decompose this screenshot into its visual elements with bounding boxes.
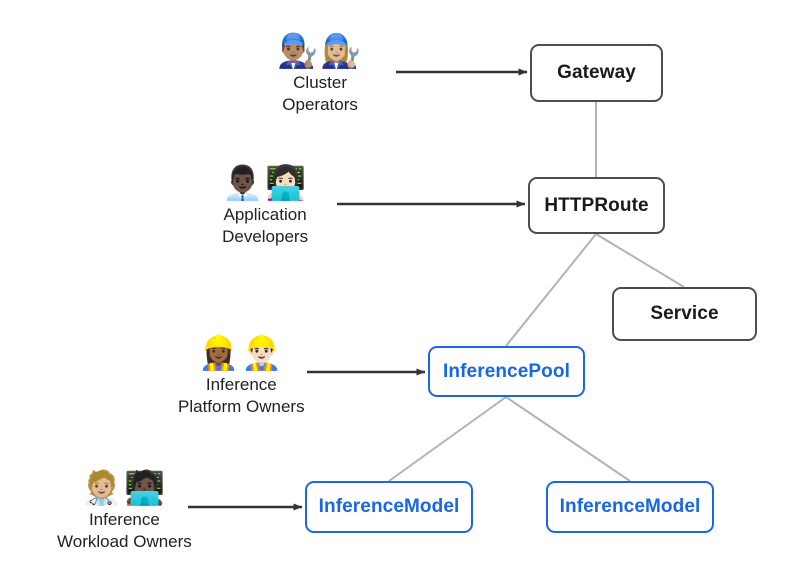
node-httproute[interactable]: HTTPRoute [528, 177, 665, 234]
node-inferencemodel-left[interactable]: InferenceModel [305, 481, 473, 533]
actor-caption-line: Workload Owners [57, 532, 192, 551]
actor-caption-line: Cluster [293, 73, 348, 92]
node-inferencemodel-right[interactable]: InferenceModel [546, 481, 714, 533]
actor-arrows [188, 68, 528, 511]
edge-inferencepool-to-inferencemodel-left [388, 396, 507, 482]
node-gateway[interactable]: Gateway [530, 44, 663, 102]
actor-caption-line: Operators [282, 95, 358, 114]
actor-persona-icon: 👨🏿‍💼👩🏻‍💻 [222, 163, 309, 202]
actor-persona-icon: 🧑🏼‍⚕️🧑🏿‍💻 [81, 468, 168, 507]
actor-caption-line: Inference [88, 510, 160, 529]
actor-caption-line: Platform Owners [178, 397, 305, 416]
actor-caption-line: Application [223, 205, 307, 224]
edge-httproute-to-service [595, 233, 685, 288]
edge-httproute-to-inferencepool [505, 233, 597, 347]
node-inferencepool[interactable]: InferencePool [428, 346, 585, 397]
actor-caption-line: Developers [222, 227, 309, 246]
actor-persona-icon: 👨🏽‍🔧👩🏼‍🔧 [277, 31, 364, 70]
actor-caption-line: Inference [205, 375, 277, 394]
edge-inferencepool-to-inferencemodel-right [505, 396, 631, 482]
actor-persona-icon: 👷🏾‍♀️👷🏻‍♂️ [198, 333, 285, 372]
connector-lines [388, 102, 685, 482]
node-service[interactable]: Service [612, 287, 757, 341]
